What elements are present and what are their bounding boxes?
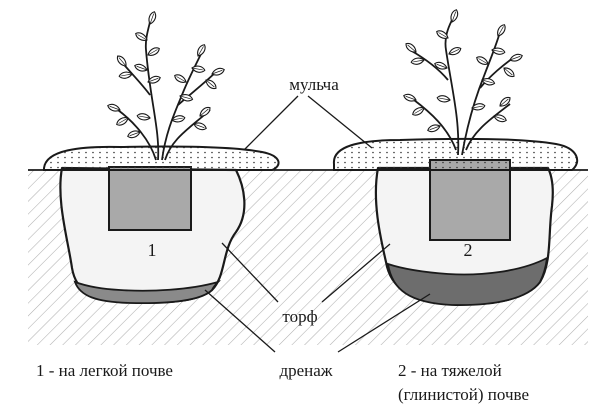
- bush-1: [105, 9, 227, 161]
- pit-1: 1: [43, 145, 280, 305]
- mulch-leaders: [243, 95, 373, 151]
- pit-1-caption: 1 - на легкой почве: [36, 361, 173, 380]
- pit-2-root-ball: [429, 159, 511, 241]
- peat-label: торф: [282, 307, 317, 326]
- pit-1-root-ball: [108, 166, 192, 231]
- bush-2: [401, 7, 525, 156]
- pit-2-caption-line2: (глинистой) почве: [398, 385, 529, 404]
- pit-2: 2: [332, 137, 579, 306]
- pit-1-drainage: [73, 280, 222, 305]
- pit-2-drainage: [386, 256, 549, 306]
- mulch-label: мульча: [289, 75, 339, 94]
- drainage-label: дренаж: [279, 361, 332, 380]
- pit-1-number: 1: [148, 240, 157, 260]
- pit-2-caption-line1: 2 - на тяжелой: [398, 361, 502, 380]
- pit-2-mulch: [332, 137, 579, 171]
- pit-2-number: 2: [464, 240, 473, 260]
- drainage-leaders: [204, 289, 431, 353]
- peat-leaders: [221, 242, 391, 303]
- pit-1-mulch: [43, 145, 280, 171]
